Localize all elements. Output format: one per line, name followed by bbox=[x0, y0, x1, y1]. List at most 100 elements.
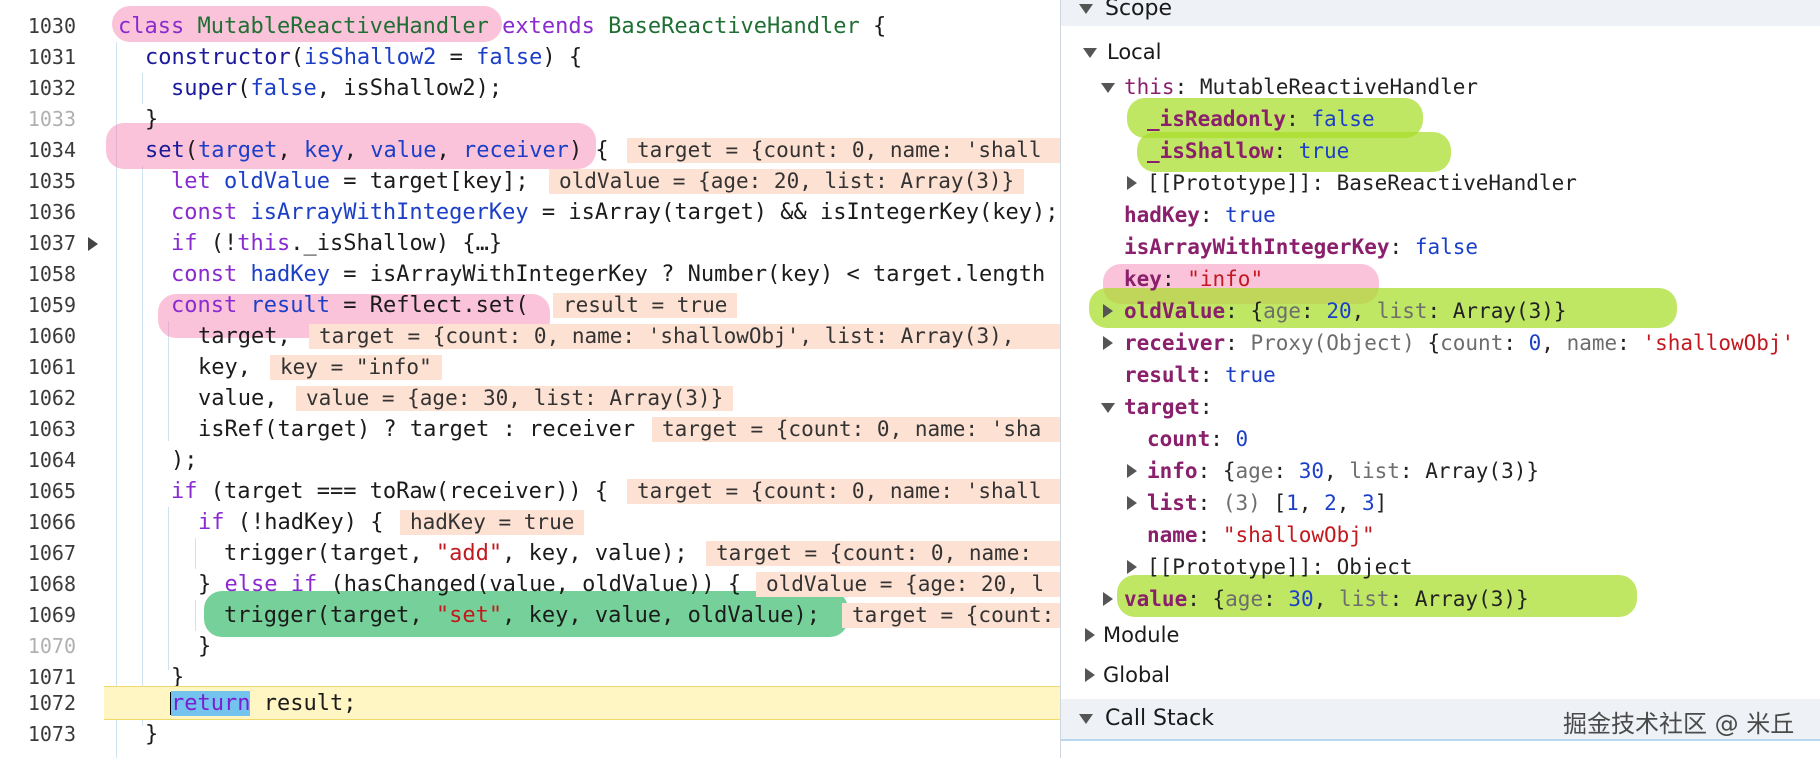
code-text: ); bbox=[171, 448, 198, 473]
code-line: 1059 const result = Reflect.set( result … bbox=[0, 290, 1060, 321]
annotation-highlight bbox=[1117, 575, 1637, 617]
code-text: super(false, isShallow2); bbox=[171, 76, 503, 101]
indent-guide bbox=[195, 538, 196, 569]
line-number: 1062 bbox=[27, 386, 76, 410]
code-text: if (!hadKey) { bbox=[198, 510, 384, 535]
line-number: 1063 bbox=[27, 417, 76, 441]
panel-divider bbox=[1061, 739, 1820, 741]
expand-triangle-icon bbox=[1103, 304, 1113, 318]
inline-value: target = {count: 0, name: 'sha bbox=[652, 417, 1060, 442]
code-line: 1032 super(false, isShallow2); bbox=[0, 73, 1060, 104]
code-line: 1071 } bbox=[0, 662, 1060, 693]
code-line: 1062 value, value = {age: 30, list: Arra… bbox=[0, 383, 1060, 414]
code-line: 1067 trigger(target, "add", key, value);… bbox=[0, 538, 1060, 569]
code-line: 1073 } bbox=[0, 719, 1060, 750]
line-number: 1069 bbox=[27, 603, 76, 627]
inline-value: target = {count: 0, name: bbox=[706, 541, 1060, 566]
annotation-highlight bbox=[1089, 288, 1677, 328]
scope-row-oldvalue[interactable]: oldValue: {age: 20, list: Array(3)} bbox=[1061, 295, 1820, 327]
scope-module[interactable]: Module bbox=[1061, 619, 1820, 651]
line-number: 1073 bbox=[27, 722, 76, 746]
line-number: 1059 bbox=[27, 293, 76, 317]
scope-row-this[interactable]: this: MutableReactiveHandler bbox=[1061, 71, 1820, 103]
fold-expand-icon[interactable] bbox=[88, 237, 98, 251]
scope-row-isarraywithintegerkey[interactable]: isArrayWithIntegerKey: false bbox=[1124, 235, 1479, 259]
indent-guide bbox=[116, 42, 117, 758]
expand-triangle-icon bbox=[1085, 668, 1095, 682]
code-line: 1072 bbox=[0, 688, 100, 719]
scope-local[interactable]: Local bbox=[1061, 36, 1820, 68]
expand-triangle-icon bbox=[1103, 336, 1113, 350]
line-number: 1064 bbox=[27, 448, 76, 472]
collapse-triangle-icon bbox=[1083, 48, 1097, 58]
code-text: target, bbox=[198, 324, 291, 349]
scope-row-info[interactable]: info: {age: 30, list: Array(3)} bbox=[1061, 455, 1820, 487]
inline-value: value = {age: 30, list: Array(3)} bbox=[296, 386, 734, 411]
line-number: 1033 bbox=[27, 107, 76, 131]
code-editor[interactable]: 1030 class MutableReactiveHandler extend… bbox=[0, 0, 1060, 758]
code-text: key, bbox=[198, 355, 251, 380]
scope-row-name[interactable]: name: "shallowObj" bbox=[1147, 523, 1375, 547]
annotation-highlight bbox=[106, 123, 596, 169]
line-number: 1034 bbox=[27, 138, 76, 162]
scope-row-isreadonly[interactable]: _isReadonly: false bbox=[1147, 107, 1375, 131]
indent-guide bbox=[142, 166, 143, 726]
line-number: 1071 bbox=[27, 665, 76, 689]
scope-row-prototype[interactable]: [[Prototype]]: BaseReactiveHandler bbox=[1061, 167, 1820, 199]
code-line: 1031 constructor(isShallow2 = false) { bbox=[0, 42, 1060, 73]
scope-row-value[interactable]: value: {age: 30, list: Array(3)} bbox=[1061, 583, 1820, 615]
collapse-triangle-icon bbox=[1101, 403, 1115, 413]
code-line: 1068 } else if (hasChanged(value, oldVal… bbox=[0, 569, 1060, 600]
line-number: 1066 bbox=[27, 510, 76, 534]
scope-row-count[interactable]: count: 0 bbox=[1147, 427, 1249, 451]
inline-value: target = {count: 0, name: 'shall bbox=[627, 138, 1060, 163]
inline-value: target = {count: bbox=[842, 603, 1060, 628]
scope-section-header[interactable]: Scope bbox=[1061, 0, 1820, 26]
line-number: 1037 bbox=[27, 231, 76, 255]
inline-value: key = "info" bbox=[270, 355, 442, 380]
indent-guide bbox=[168, 321, 169, 441]
code-line: 1034 set(target, key, value, receiver) {… bbox=[0, 135, 1060, 166]
code-line: 1030 class MutableReactiveHandler extend… bbox=[0, 11, 1060, 42]
line-number: 1036 bbox=[27, 200, 76, 224]
code-text: return result; bbox=[171, 691, 357, 716]
line-number: 1067 bbox=[27, 541, 76, 565]
code-text: } bbox=[171, 665, 185, 690]
code-text: } bbox=[145, 722, 159, 747]
line-number: 1035 bbox=[27, 169, 76, 193]
code-line: 1036 const isArrayWithIntegerKey = isArr… bbox=[0, 197, 1060, 228]
code-line: 1060 target, target = {count: 0, name: '… bbox=[0, 321, 1060, 352]
code-line: 1063 isRef(target) ? target : receiver t… bbox=[0, 414, 1060, 445]
inline-value: result = true bbox=[553, 293, 738, 318]
scope-row-result[interactable]: result: true bbox=[1124, 363, 1276, 387]
scope-row-key[interactable]: key: "info" bbox=[1124, 267, 1264, 291]
scope-row-isshallow[interactable]: _isShallow: true bbox=[1147, 139, 1350, 163]
code-line: 1069 trigger(target, "set", key, value, … bbox=[0, 600, 1060, 631]
annotation-highlight bbox=[1127, 98, 1423, 138]
line-number: 1065 bbox=[27, 479, 76, 503]
code-text: value, bbox=[198, 386, 278, 411]
scope-row-prototype[interactable]: [[Prototype]]: Object bbox=[1061, 551, 1820, 583]
code-text: let oldValue = target[key]; bbox=[171, 169, 529, 194]
indent-guide bbox=[168, 507, 169, 670]
inline-value: oldValue = {age: 20, list: Array(3)} bbox=[549, 169, 1025, 194]
current-execution-line: return result; bbox=[104, 686, 1060, 720]
code-line: 1033 } bbox=[0, 104, 1060, 135]
code-line: 1037 if (!this._isShallow) {…} bbox=[0, 228, 1060, 259]
inline-value: oldValue = {age: 20, l bbox=[756, 572, 1060, 597]
code-text: isRef(target) ? target : receiver bbox=[198, 417, 636, 442]
expand-triangle-icon bbox=[1085, 628, 1095, 642]
indent-guide bbox=[195, 600, 196, 631]
callstack-section-header[interactable]: Call Stack bbox=[1061, 699, 1820, 739]
scope-row-list[interactable]: list: (3) [1, 2, 3] bbox=[1061, 487, 1820, 519]
code-text: } bbox=[145, 107, 159, 132]
scope-global[interactable]: Global bbox=[1061, 659, 1820, 691]
inline-value: target = {count: 0, name: 'shall bbox=[627, 479, 1060, 504]
line-number: 1072 bbox=[27, 691, 76, 715]
line-number: 1060 bbox=[27, 324, 76, 348]
scope-row-hadkey[interactable]: hadKey: true bbox=[1124, 203, 1276, 227]
scope-row-target[interactable]: target: bbox=[1061, 391, 1820, 423]
code-line: 1064 ); bbox=[0, 445, 1060, 476]
scope-row-receiver[interactable]: receiver: Proxy(Object) {count: 0, name:… bbox=[1061, 327, 1820, 359]
annotation-highlight bbox=[112, 6, 502, 42]
